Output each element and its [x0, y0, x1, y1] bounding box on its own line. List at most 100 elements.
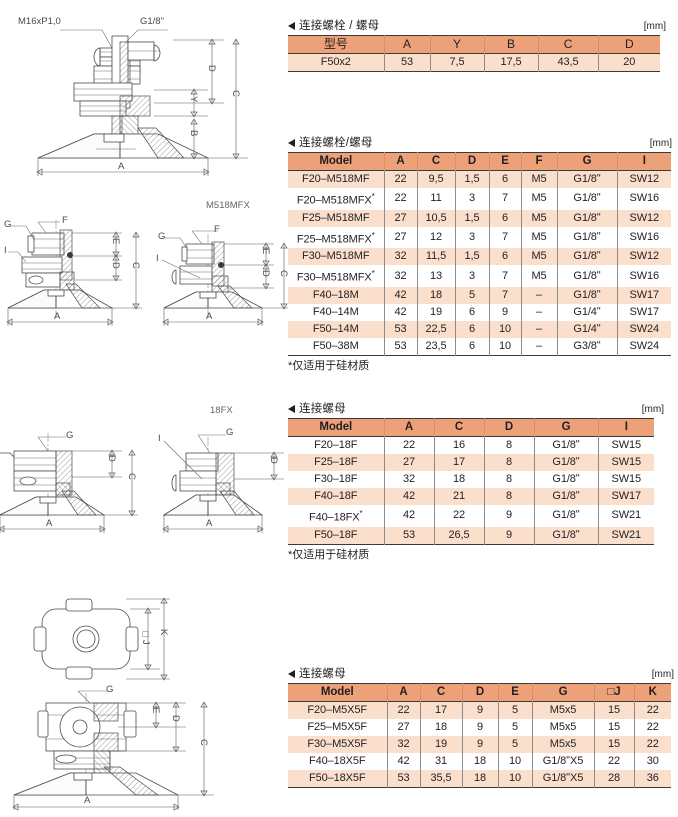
cell-value: 10 [497, 753, 533, 770]
dim-i: I [158, 433, 161, 444]
triangle-marker-icon [288, 405, 295, 413]
dim-e: E [150, 707, 161, 714]
cell-value: 42 [386, 753, 421, 770]
dim-g: G [106, 684, 114, 695]
triangle-marker-icon [288, 22, 295, 30]
cell-value: G1/4ʺ [556, 320, 618, 338]
column-header: E [497, 683, 533, 702]
cell-value: 12 [416, 226, 456, 249]
cell-value: 27 [386, 719, 421, 736]
cell-value: 9 [483, 505, 535, 527]
cell-value: 23,5 [416, 337, 456, 356]
cell-model: F25–M5X5F [288, 719, 388, 736]
cell-value: M5x5 [531, 719, 595, 736]
table-title-text: 连接螺栓 / 螺母 [299, 20, 380, 32]
cell-value: 27 [383, 209, 418, 227]
dim-c: C [126, 473, 137, 480]
cell-value: SW17 [597, 488, 654, 505]
cell-value: G1/8ʺ [556, 170, 618, 188]
cell-value: 5 [497, 736, 533, 753]
cell-model: F30–M5X5F [288, 736, 388, 753]
cell-value: 6 [454, 320, 490, 338]
cell-value: 53 [383, 53, 431, 72]
cell-value: SW17 [616, 286, 671, 304]
cell-value: 7 [488, 286, 522, 304]
cell-model: F40–18X5F [288, 753, 388, 770]
cell-value: G1/8ʺ [533, 526, 599, 545]
cell-value: G1/8ʺ [556, 226, 618, 249]
label-m16xp10: M16xP1,0 [18, 16, 61, 27]
column-header: D [597, 35, 660, 54]
cell-model: F30–18F [288, 471, 385, 488]
cell-value: 10 [488, 337, 522, 356]
cell-model: F30–M518MFX* [288, 265, 385, 287]
cell-value: 18 [419, 719, 463, 736]
cell-value: 3 [454, 226, 490, 249]
dim-a: A [206, 311, 213, 322]
column-header: E [488, 152, 522, 171]
column-header: □J [593, 683, 635, 702]
cell-value: 32 [383, 265, 418, 287]
cell-value: G1/8ʺ [556, 209, 618, 227]
cell-value: 18 [433, 471, 485, 488]
cell-value: G1/8ʺ [556, 248, 618, 266]
cell-value: 6 [488, 248, 522, 266]
cell-value: 22 [383, 170, 418, 188]
dim-d: D [268, 457, 279, 464]
cell-value: SW16 [616, 226, 671, 249]
cell-value: 15 [593, 719, 635, 736]
cell-model: F20–M518MF [288, 170, 385, 188]
column-header: G [531, 683, 595, 702]
dim-a: A [206, 518, 213, 529]
column-header: A [383, 35, 431, 54]
cell-value: 1,5 [454, 248, 490, 266]
column-header: Model [288, 152, 385, 171]
cell-value: 28 [593, 770, 635, 788]
table-note: *仅适用于硅材质 [288, 548, 370, 561]
cell-value: 7 [488, 265, 522, 287]
dim-a: A [84, 795, 91, 806]
footnote-asterisk: * [371, 230, 375, 240]
cell-value: SW24 [616, 320, 671, 338]
cell-model: F50–18F [288, 526, 385, 545]
cell-value: 32 [383, 248, 418, 266]
dim-d: D [206, 65, 217, 72]
table-title: 连接螺栓/螺母 [288, 137, 373, 150]
cell-value: – [520, 286, 558, 304]
cell-value: 31 [419, 753, 463, 770]
figure-m518mf: F G I E D C A [4, 200, 154, 345]
column-header: D [454, 152, 490, 171]
cell-value: 9,5 [416, 170, 456, 188]
cell-model: F25–M518MF [288, 209, 385, 227]
cell-value: 8 [483, 471, 535, 488]
cell-value: 1,5 [454, 170, 490, 188]
column-header: F [520, 152, 558, 171]
column-header: G [533, 418, 599, 437]
cell-value: 17 [419, 701, 463, 719]
unit-label: [mm] [643, 21, 666, 32]
figure-18fx: 18FX G I D A [150, 405, 295, 545]
column-header: B [483, 35, 539, 54]
cell-model: F50x2 [288, 53, 385, 72]
cell-value: 9 [461, 736, 499, 753]
dim-f: F [214, 224, 220, 235]
dim-i: I [4, 245, 7, 256]
unit-label: [mm] [649, 138, 672, 149]
cell-value: 22,5 [416, 320, 456, 338]
cell-value: G1/8ʺ [533, 488, 599, 505]
cell-value: G1/8ʺ [533, 471, 599, 488]
cell-model: F30–M518MF [288, 248, 385, 266]
figure-title-m518mfx: M518MFX [206, 200, 250, 211]
